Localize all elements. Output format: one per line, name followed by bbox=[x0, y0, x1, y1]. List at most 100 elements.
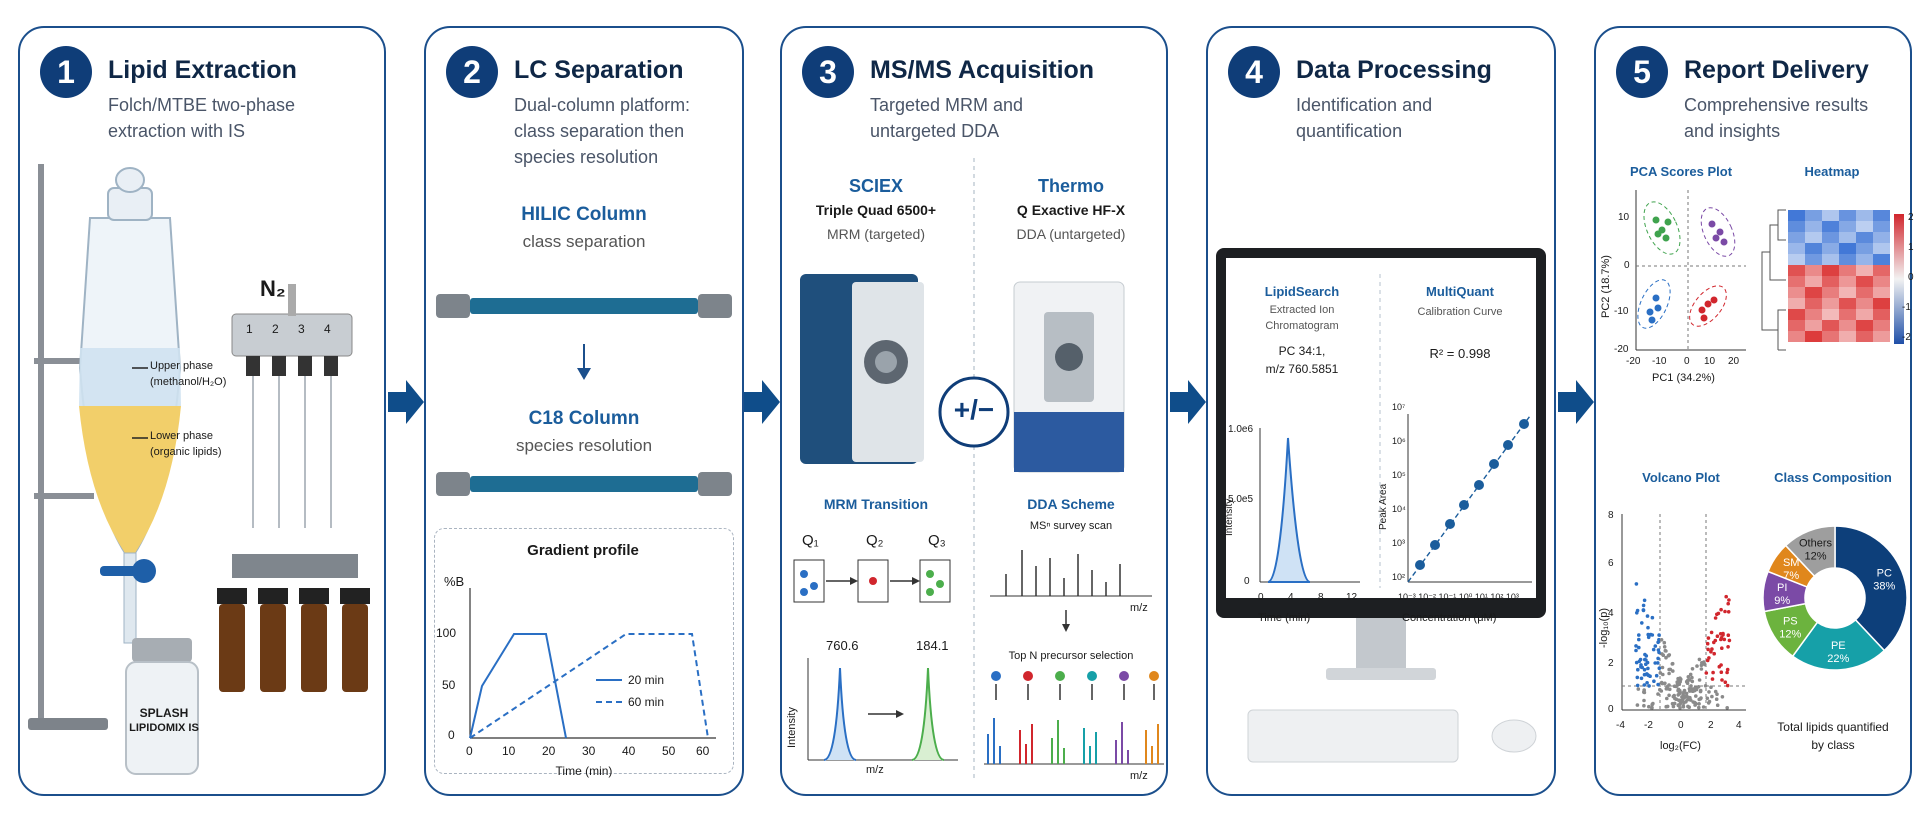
heatmap-cell bbox=[1822, 331, 1839, 342]
volcano-point bbox=[1667, 671, 1671, 676]
volcano-point bbox=[1726, 601, 1730, 606]
volcano-point bbox=[1717, 664, 1722, 669]
port-2: 2 bbox=[272, 322, 279, 336]
c18-column-illustration bbox=[436, 472, 732, 496]
volcano-point bbox=[1678, 698, 1683, 703]
volcano-point bbox=[1715, 634, 1720, 638]
volcano-point bbox=[1653, 644, 1658, 648]
flow-arrow-icon bbox=[1170, 380, 1206, 424]
lipidsearch-title: LipidSearch bbox=[1264, 284, 1340, 299]
volcano-point bbox=[1646, 625, 1650, 630]
volcano-point bbox=[1635, 703, 1640, 707]
volcano-point bbox=[1705, 641, 1710, 646]
volcano-point bbox=[1705, 696, 1710, 701]
pca-title: PCA Scores Plot bbox=[1629, 164, 1733, 179]
hilic-subtitle: class separation bbox=[522, 232, 646, 251]
gradient-ytick: 0 bbox=[448, 728, 455, 742]
heatmap-cell bbox=[1856, 243, 1873, 254]
gradient-xtick: 50 bbox=[662, 744, 676, 758]
volcano-point bbox=[1702, 660, 1706, 665]
gradient-xtick: 0 bbox=[466, 744, 473, 758]
eic-xtick: 8 bbox=[1318, 592, 1324, 603]
volcano-point bbox=[1647, 704, 1651, 709]
dda-scheme-diagram bbox=[984, 550, 1164, 765]
heatmap-cell bbox=[1805, 254, 1822, 265]
volcano-point bbox=[1641, 603, 1646, 608]
heatmap-cell bbox=[1856, 265, 1873, 276]
pca-xlabel: PC1 (34.2%) bbox=[1652, 372, 1715, 384]
volcano-point bbox=[1658, 671, 1663, 675]
panel-title: Lipid Extraction bbox=[108, 56, 297, 84]
volcano-point bbox=[1695, 664, 1699, 668]
heatmap-cell bbox=[1873, 276, 1890, 287]
heatmap-cell bbox=[1805, 243, 1822, 254]
volcano-point bbox=[1667, 667, 1671, 672]
volcano-point bbox=[1686, 675, 1691, 679]
eic-ytick: 1.0e6 bbox=[1228, 424, 1254, 435]
heatmap-cell bbox=[1873, 254, 1890, 265]
heatmap-cell bbox=[1788, 331, 1805, 342]
volcano-point bbox=[1697, 702, 1701, 706]
quad-q1: Q₁ bbox=[802, 532, 819, 549]
volcano-point bbox=[1654, 673, 1659, 678]
heatmap-cell bbox=[1788, 232, 1805, 243]
volcano-point bbox=[1637, 633, 1641, 637]
volcano-point bbox=[1706, 647, 1710, 652]
volcano-point bbox=[1720, 695, 1725, 699]
heatmap-cell bbox=[1856, 320, 1873, 331]
heatmap-cell bbox=[1788, 210, 1805, 221]
compound-label-2: m/z 760.5851 bbox=[1265, 362, 1339, 376]
gradient-legend-60min: 60 min bbox=[628, 695, 665, 709]
volcano-point bbox=[1645, 614, 1650, 618]
volcano-point bbox=[1721, 631, 1725, 636]
donut-value-pe: 22% bbox=[1827, 653, 1849, 665]
volcano-ytick: 8 bbox=[1608, 510, 1614, 521]
heatmap bbox=[1761, 209, 1904, 351]
heatmap-cell bbox=[1839, 331, 1856, 342]
heatmap-cell bbox=[1856, 221, 1873, 232]
donut-label-others: Others bbox=[1799, 538, 1833, 550]
volcano-point bbox=[1699, 663, 1704, 668]
ms-left-brand: SCIEX bbox=[848, 176, 904, 196]
ms-left-mode: MRM (targeted) bbox=[826, 226, 926, 242]
heatmap-cell bbox=[1822, 276, 1839, 287]
port-4: 4 bbox=[324, 322, 331, 336]
volcano-point bbox=[1637, 645, 1641, 650]
volcano-point bbox=[1652, 679, 1656, 683]
heatmap-title: Heatmap bbox=[1804, 164, 1860, 179]
volcano-ytick: 6 bbox=[1608, 558, 1614, 569]
volcano-point bbox=[1704, 671, 1709, 675]
volcano-point bbox=[1664, 649, 1668, 653]
heatmap-cell bbox=[1873, 298, 1890, 309]
mrm-spectrum bbox=[807, 658, 958, 761]
volcano-point bbox=[1656, 656, 1660, 661]
heatmap-cell bbox=[1873, 331, 1890, 342]
heatmap-cell bbox=[1839, 243, 1856, 254]
heatmap-cell bbox=[1839, 254, 1856, 265]
composition-caption-1: Total lipids quantified bbox=[1777, 720, 1889, 734]
volcano-ytick: 4 bbox=[1608, 608, 1614, 619]
lower-phase-label: Lower phase bbox=[150, 430, 213, 442]
step-number: 2 bbox=[446, 46, 498, 98]
cal-ylabel: Peak Area bbox=[1378, 483, 1389, 530]
cal-ytick: 10⁶ bbox=[1392, 436, 1406, 446]
volcano-point bbox=[1697, 678, 1702, 682]
heatmap-cell bbox=[1805, 221, 1822, 232]
lower-phase-detail: (organic lipids) bbox=[150, 446, 222, 458]
volcano-point bbox=[1713, 616, 1718, 620]
volcano-point bbox=[1664, 687, 1669, 691]
heatmap-cell bbox=[1805, 331, 1822, 342]
volcano-point bbox=[1662, 645, 1667, 649]
compound-label-1: PC 34:1, bbox=[1278, 344, 1326, 358]
heatmap-cell bbox=[1839, 276, 1856, 287]
gradient-legend-20min: 20 min bbox=[628, 673, 665, 687]
donut-slice-others bbox=[1784, 525, 1836, 578]
volcano-point bbox=[1644, 662, 1648, 666]
volcano-point bbox=[1642, 690, 1646, 694]
volcano-point bbox=[1667, 653, 1672, 657]
dda-mz-label: m/z bbox=[1130, 602, 1148, 614]
panel-lc-separation: 2 LC Separation Dual-column platform: cl… bbox=[424, 26, 744, 796]
volcano-point bbox=[1643, 657, 1647, 662]
cal-xlabel: Concentration (μM) bbox=[1402, 612, 1497, 624]
